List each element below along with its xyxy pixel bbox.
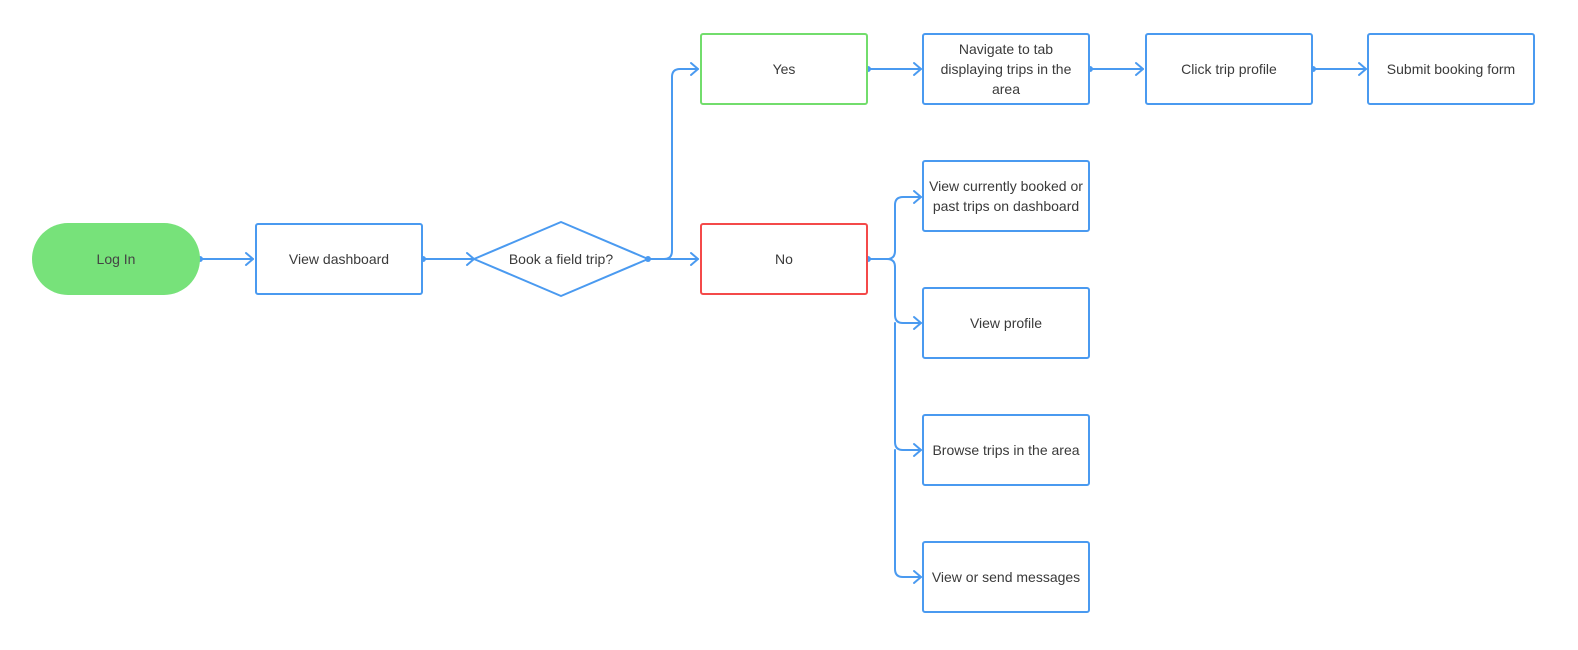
- arrowhead-click: [1135, 62, 1144, 76]
- node-login[interactable]: Log In: [32, 223, 200, 295]
- connector-decision-yes: [647, 68, 699, 260]
- node-view-booked-trips-label: View currently booked or past trips on d…: [929, 178, 1083, 214]
- node-browse-trips-label: Browse trips in the area: [932, 442, 1080, 458]
- node-decision-label: Book a field trip?: [508, 251, 614, 267]
- node-view-profile-label: View profile: [969, 315, 1043, 331]
- node-navigate-tab[interactable]: Navigate to tab displaying trips in the …: [922, 33, 1090, 105]
- node-view-booked-trips[interactable]: View currently booked or past trips on d…: [922, 160, 1090, 232]
- arrowhead-navigate: [913, 62, 922, 76]
- node-navigate-tab-label: Navigate to tab displaying trips in the …: [940, 41, 1072, 97]
- node-browse-trips[interactable]: Browse trips in the area: [922, 414, 1090, 486]
- node-no-label: No: [775, 251, 793, 267]
- connector-no-browse: [894, 322, 922, 451]
- node-view-profile[interactable]: View profile: [922, 287, 1090, 359]
- arrowhead-no: [690, 252, 699, 266]
- node-click-trip-profile-label: Click trip profile: [1181, 61, 1277, 77]
- arrowhead-view-booked: [913, 190, 922, 204]
- node-decision[interactable]: Book a field trip?: [488, 240, 634, 278]
- node-no[interactable]: No: [700, 223, 868, 295]
- arrowhead-yes: [690, 62, 699, 76]
- node-login-label: Log In: [96, 251, 136, 267]
- port-dot: [645, 256, 651, 262]
- connector-no-trunk: [867, 196, 922, 260]
- node-click-trip-profile[interactable]: Click trip profile: [1145, 33, 1313, 105]
- node-view-dashboard[interactable]: View dashboard: [255, 223, 423, 295]
- node-view-dashboard-label: View dashboard: [288, 251, 390, 267]
- arrowhead-submit: [1358, 62, 1367, 76]
- node-submit-booking-form[interactable]: Submit booking form: [1367, 33, 1535, 105]
- connector-no-profile: [886, 258, 922, 324]
- node-view-send-messages-label: View or send messages: [931, 569, 1081, 585]
- arrowhead-browse: [913, 443, 922, 457]
- node-view-send-messages[interactable]: View or send messages: [922, 541, 1090, 613]
- node-submit-booking-form-label: Submit booking form: [1386, 61, 1516, 77]
- arrowhead-dashboard: [245, 252, 254, 266]
- node-yes[interactable]: Yes: [700, 33, 868, 105]
- arrowhead-messages: [913, 570, 922, 584]
- connector-no-messages: [894, 449, 922, 578]
- arrowhead-profile: [913, 316, 922, 330]
- node-yes-label: Yes: [772, 61, 796, 77]
